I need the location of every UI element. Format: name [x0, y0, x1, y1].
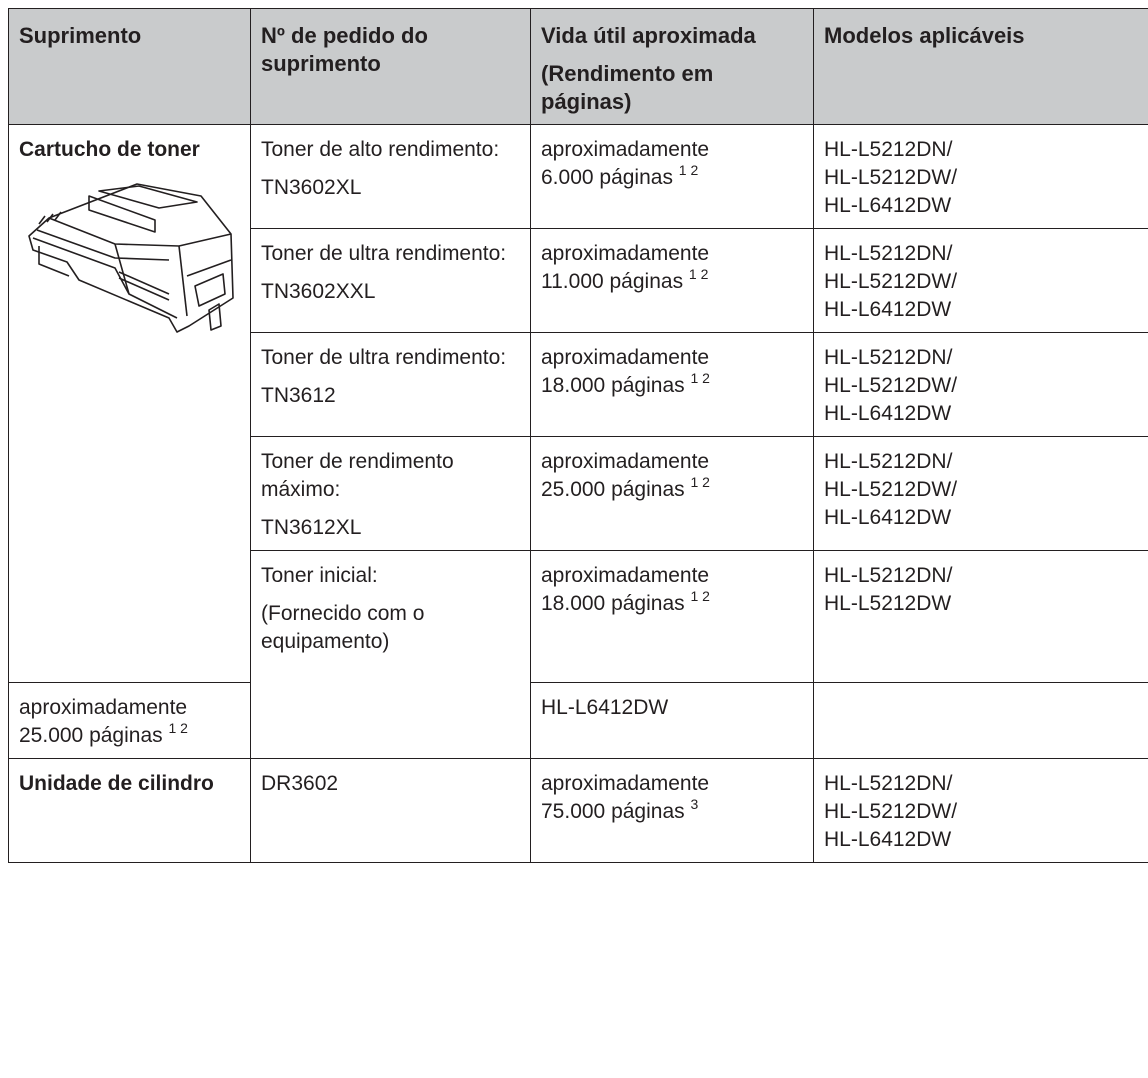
yield-value: 18.000 páginas	[541, 592, 685, 615]
order-cell: Toner de ultra rendimento: TN3602XXL	[250, 228, 531, 333]
order-cell: Toner inicial: (Fornecido com o equipame…	[250, 550, 531, 759]
footnote-ref: 1 2	[678, 162, 699, 178]
model-name: HL-L6412DW	[824, 194, 952, 217]
model-name: HL-L5212DW/	[824, 800, 958, 823]
models-cell: HL-L5212DN/ HL-L5212DW/ HL-L6412DW	[813, 436, 1148, 551]
models-cell: HL-L5212DN/ HL-L5212DW/ HL-L6412DW	[813, 332, 1148, 437]
toner-type: Toner de alto rendimento:	[261, 138, 500, 161]
model-name: HL-L5212DW/	[824, 478, 958, 501]
toner-type: Toner de rendimento máximo:	[261, 450, 454, 501]
models-cell: HL-L5212DN/ HL-L5212DW/ HL-L6412DW	[813, 758, 1148, 863]
model-name: HL-L5212DN/	[824, 772, 953, 795]
yield-cell: aproximadamente 11.000 páginas 1 2	[530, 228, 814, 333]
table-row: Unidade de cilindro DR3602 aproximadamen…	[8, 758, 1148, 863]
table-row: Toner de rendimento máximo: TN3612XL apr…	[9, 436, 1148, 551]
yield-prefix: aproximadamente	[541, 346, 710, 369]
yield-prefix: aproximadamente	[541, 772, 710, 795]
starter-note: (Fornecido com o equipamento)	[261, 602, 425, 653]
model-name: HL-L5212DW/	[824, 374, 958, 397]
toner-cartridge-drawing	[28, 183, 234, 333]
model-name: HL-L5212DN/	[824, 242, 953, 265]
yield-cell: aproximadamente 25.000 páginas 1 2	[530, 436, 814, 551]
yield-value: 25.000 páginas	[541, 478, 685, 501]
yield-value: 11.000 páginas	[541, 270, 684, 293]
yield-cell: aproximadamente 18.000 páginas 1 2	[530, 550, 814, 683]
yield-prefix: aproximadamente	[19, 696, 188, 719]
table-row: Toner de ultra rendimento: TN3612 aproxi…	[9, 332, 1148, 437]
yield-cell: aproximadamente 25.000 páginas 1 2	[8, 682, 251, 759]
model-name: HL-L5212DN/	[824, 450, 953, 473]
footnote-ref: 3	[690, 796, 699, 812]
model-name: HL-L6412DW	[824, 402, 952, 425]
toner-type: Toner de ultra rendimento:	[261, 242, 507, 265]
table-row: aproximadamente 25.000 páginas 1 2 HL-L6…	[8, 682, 1148, 759]
toner-type: Toner inicial:	[261, 564, 378, 587]
yield-prefix: aproximadamente	[541, 564, 710, 587]
table-row: Cartucho de toner	[8, 124, 1148, 683]
order-code: TN3612	[261, 384, 336, 407]
footnote-ref: 1 2	[690, 588, 710, 604]
order-cell: Toner de alto rendimento: TN3602XL	[250, 124, 531, 229]
supply-toner-cell: Cartucho de toner	[8, 124, 251, 683]
model-name: HL-L6412DW	[824, 298, 952, 321]
model-name: HL-L5212DW/	[824, 166, 958, 189]
yield-cell: aproximadamente 75.000 páginas 3	[530, 758, 814, 863]
header-life: Vida útil aproximada (Rendimento em pági…	[530, 8, 814, 125]
model-name: HL-L5212DN/	[824, 346, 953, 369]
footnote-ref: 1 2	[168, 720, 188, 736]
header-life-line2: (Rendimento em páginas)	[541, 61, 714, 114]
yield-prefix: aproximadamente	[541, 242, 710, 265]
table-row: Toner inicial: (Fornecido com o equipame…	[9, 550, 1148, 759]
order-code: DR3602	[261, 772, 339, 795]
model-name: HL-L5212DW	[824, 592, 952, 615]
header-life-line1: Vida útil aproximada	[541, 23, 756, 48]
model-name: HL-L5212DN/	[824, 564, 953, 587]
models-cell: HL-L6412DW	[530, 682, 814, 759]
order-code: TN3602XL	[261, 176, 362, 199]
models-cell: HL-L5212DN/ HL-L5212DW	[813, 550, 1148, 683]
model-name: HL-L6412DW	[824, 828, 952, 851]
model-name: HL-L6412DW	[541, 696, 669, 719]
footnote-ref: 1 2	[690, 474, 710, 490]
header-order-number: Nº de pedido do suprimento	[250, 8, 531, 125]
yield-value: 25.000 páginas	[19, 724, 163, 747]
footnote-ref: 1 2	[688, 266, 709, 282]
models-cell: HL-L5212DN/ HL-L5212DW/ HL-L6412DW	[813, 228, 1148, 333]
header-supply: Suprimento	[8, 8, 251, 125]
footnote-ref: 1 2	[690, 370, 710, 386]
order-cell: Toner de rendimento máximo: TN3612XL	[250, 436, 531, 551]
yield-prefix: aproximadamente	[541, 138, 710, 161]
supplies-table: Suprimento Nº de pedido do suprimento Vi…	[8, 8, 1148, 863]
yield-prefix: aproximadamente	[541, 450, 710, 473]
yield-cell: aproximadamente 18.000 páginas 1 2	[530, 332, 814, 437]
yield-value: 75.000 páginas	[541, 800, 685, 823]
supply-toner-label: Cartucho de toner	[19, 138, 200, 161]
supply-drum-label: Unidade de cilindro	[8, 758, 251, 863]
models-cell: HL-L5212DN/ HL-L5212DW/ HL-L6412DW	[813, 124, 1148, 229]
model-name: HL-L5212DW/	[824, 270, 958, 293]
model-name: HL-L6412DW	[824, 506, 952, 529]
order-code: TN3612XL	[261, 516, 362, 539]
order-code: TN3602XXL	[261, 280, 376, 303]
header-row: Suprimento Nº de pedido do suprimento Vi…	[8, 8, 1148, 125]
yield-value: 18.000 páginas	[541, 374, 685, 397]
yield-cell: aproximadamente 6.000 páginas 1 2	[530, 124, 814, 229]
header-models: Modelos aplicáveis	[813, 8, 1148, 125]
model-name: HL-L5212DN/	[824, 138, 953, 161]
toner-type: Toner de ultra rendimento:	[261, 346, 507, 369]
yield-value: 6.000 páginas	[541, 166, 673, 189]
order-cell: Toner de ultra rendimento: TN3612	[250, 332, 531, 437]
order-cell: DR3602	[250, 758, 531, 863]
table-row: Toner de ultra rendimento: TN3602XXL apr…	[9, 228, 1148, 333]
